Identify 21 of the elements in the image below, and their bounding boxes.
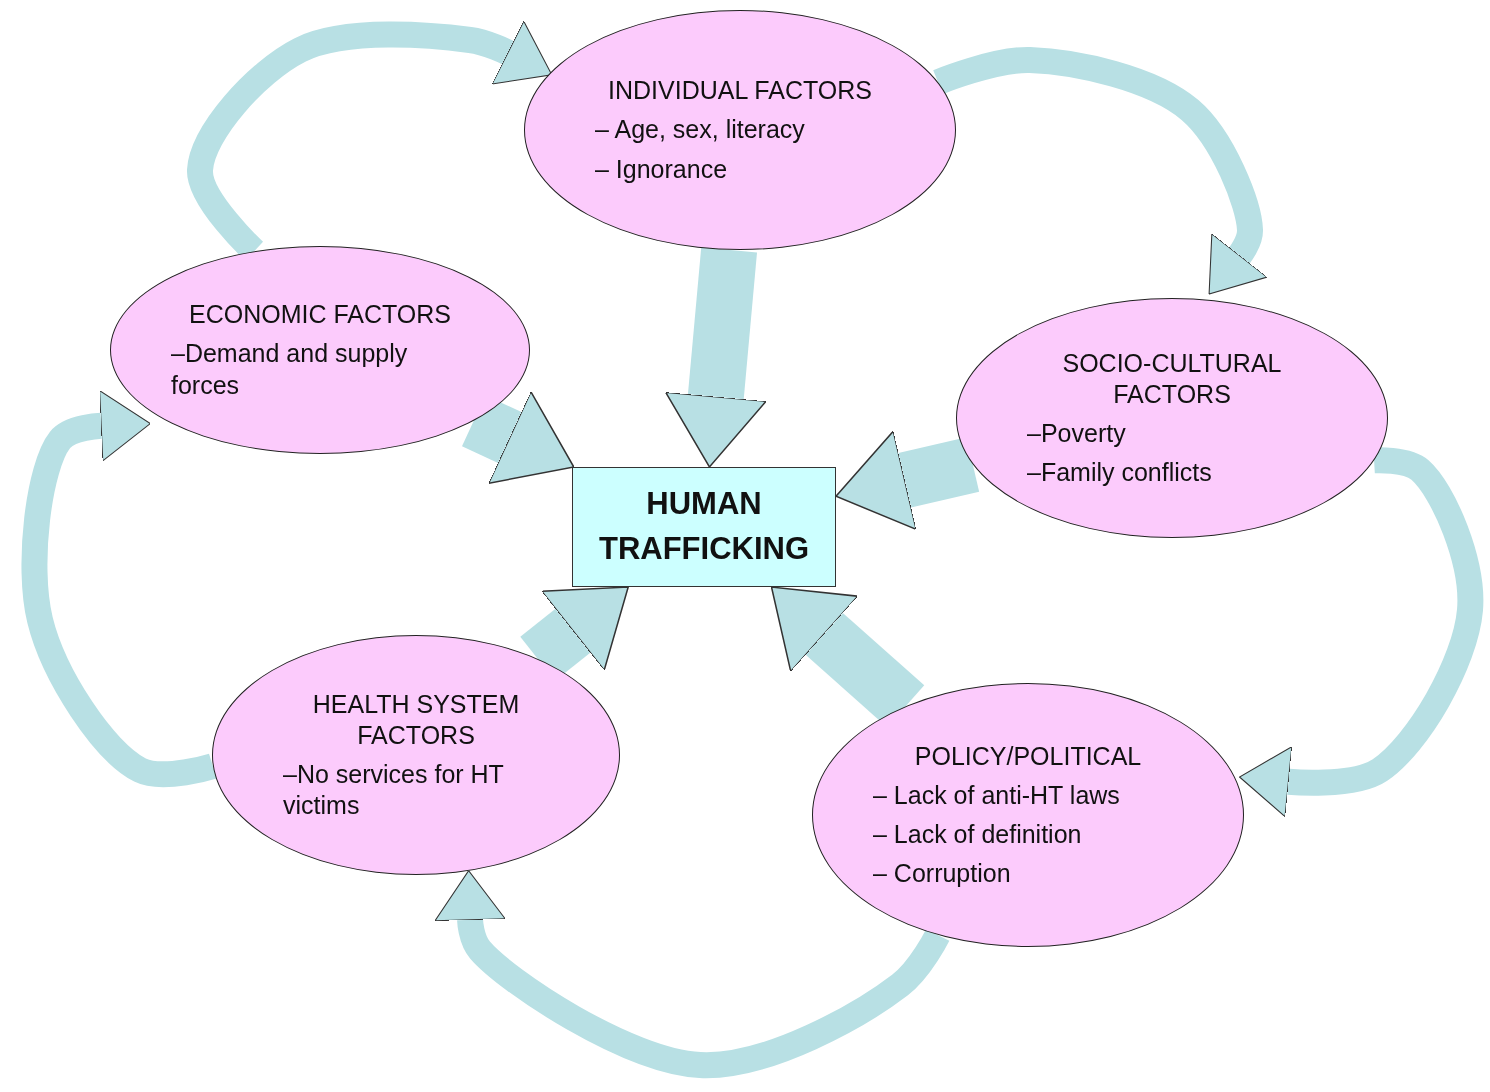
factor-item: –No services for HT victims: [283, 759, 505, 822]
center-box: [572, 467, 836, 587]
factor-item: – Lack of anti-HT laws: [873, 779, 1120, 811]
factor-item: –Poverty: [1027, 418, 1126, 449]
factor-heading: SOCIO-CULTURAL FACTORS: [1061, 347, 1283, 410]
factor-item: – Corruption: [873, 858, 1011, 890]
curved-arrow: [21, 390, 217, 788]
factor-heading: ECONOMIC FACTORS: [188, 299, 452, 331]
factor-item: –Family conflicts: [1027, 457, 1212, 489]
factor-item: –Demand and supply forces: [171, 338, 409, 401]
factor-heading: INDIVIDUAL FACTORS: [608, 75, 872, 107]
factor-heading: POLICY/POLITICAL: [914, 740, 1142, 772]
factor-item: – Age, sex, literacy: [595, 114, 805, 146]
factor-heading: HEALTH SYSTEM FACTORS: [311, 688, 521, 751]
curved-arrow: [933, 47, 1268, 295]
curved-arrow: [434, 870, 950, 1078]
block-arrow: [462, 390, 575, 484]
block-arrow: [835, 430, 980, 531]
factor-item: – Lack of definition: [873, 819, 1082, 850]
factor-item: – Ignorance: [595, 153, 728, 185]
center-title: HUMAN TRAFFICKING: [597, 485, 811, 568]
